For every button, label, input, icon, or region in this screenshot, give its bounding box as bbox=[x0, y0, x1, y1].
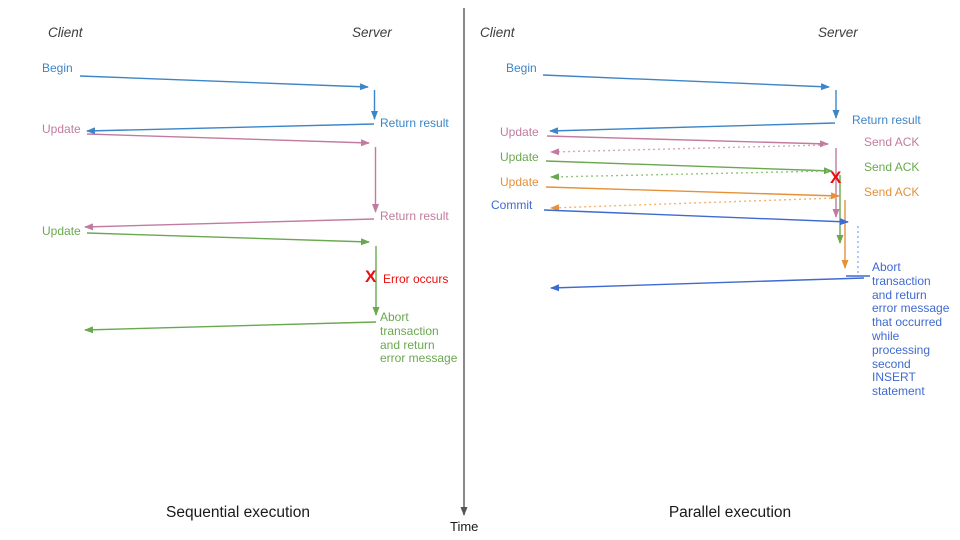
right-send-ack-3-arrow bbox=[550, 197, 837, 212]
right-server-header: Server bbox=[818, 25, 858, 40]
left-abort-label: Abort transaction and return error messa… bbox=[380, 310, 458, 366]
left-update-1-label: Update bbox=[42, 122, 81, 136]
time-axis-label: Time bbox=[450, 519, 479, 534]
left-begin-request-arrow bbox=[79, 75, 369, 91]
left-update-2-label: Update bbox=[42, 224, 81, 238]
right-send-ack-1-arrow bbox=[550, 144, 826, 156]
right-begin-label: Begin bbox=[506, 61, 537, 75]
left-abort-return-arrow bbox=[84, 321, 377, 334]
right-caption: Parallel execution bbox=[668, 504, 792, 521]
left-return-result-2-arrow bbox=[84, 218, 375, 231]
right-update-3-request-arrow bbox=[545, 186, 840, 200]
right-update-3-label: Update bbox=[500, 175, 539, 189]
left-error-occurs-label: Error occurs bbox=[383, 272, 449, 286]
left-server-header: Server bbox=[352, 25, 392, 40]
left-caption: Sequential execution bbox=[166, 504, 310, 521]
right-update-1-label: Update bbox=[500, 125, 539, 139]
left-return-result-1-arrow bbox=[86, 123, 375, 135]
left-client-header: Client bbox=[48, 25, 83, 40]
right-commit-label: Commit bbox=[491, 198, 533, 212]
left-return-result-2-label: Return result bbox=[380, 209, 449, 223]
right-update-2-request-arrow bbox=[545, 160, 833, 175]
right-return-result-label: Return result bbox=[852, 113, 921, 127]
right-update-1-request-arrow bbox=[546, 135, 829, 148]
right-abort-return-arrow bbox=[550, 277, 865, 292]
right-error-x-mark: X bbox=[830, 168, 842, 187]
left-return-result-1-label: Return result bbox=[380, 116, 449, 130]
left-begin-label: Begin bbox=[42, 61, 73, 75]
right-abort-label: Abort transaction and return error messa… bbox=[872, 260, 950, 399]
left-update-1-request-arrow bbox=[86, 133, 370, 147]
left-error-x-mark: X bbox=[365, 267, 377, 286]
right-update-2-label: Update bbox=[500, 150, 539, 164]
right-send-ack-3-label: Send ACK bbox=[864, 185, 920, 199]
right-send-ack-1-label: Send ACK bbox=[864, 135, 920, 149]
right-client-header: Client bbox=[480, 25, 515, 40]
right-send-ack-2-label: Send ACK bbox=[864, 160, 920, 174]
right-begin-request-arrow bbox=[542, 74, 830, 91]
left-update-2-request-arrow bbox=[86, 232, 370, 246]
right-commit-request-arrow bbox=[543, 209, 849, 226]
right-send-ack-2-arrow bbox=[550, 170, 829, 181]
right-return-result-arrow bbox=[549, 122, 836, 135]
